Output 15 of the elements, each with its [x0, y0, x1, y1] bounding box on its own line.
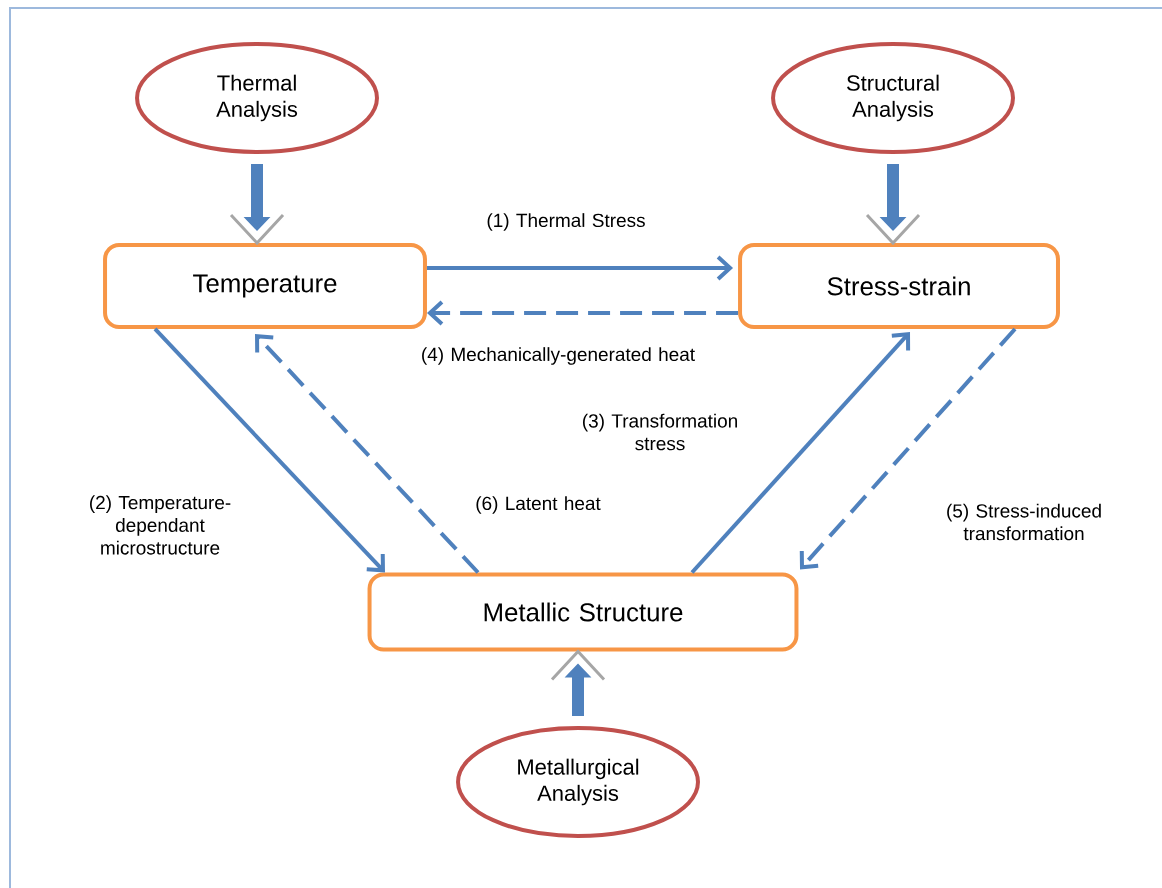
process-box: Temperature: [103, 243, 427, 329]
arrow: [799, 327, 1017, 570]
arrow: [153, 327, 385, 573]
process-box: Metallic Structure: [367, 572, 799, 652]
edge-label: (2) Temperature-dependant microstructure: [90, 495, 231, 555]
arrow: [426, 300, 739, 326]
arrow: [427, 255, 734, 281]
edge-label: (1) Thermal Stress: [487, 213, 645, 231]
edge-label: (6) Latent heat: [476, 496, 601, 514]
edge-label: (4) Mechanically-generated heat: [422, 347, 695, 365]
arrow: [690, 332, 911, 574]
process-box: Stress-strain: [738, 243, 1060, 329]
arrow: [255, 334, 480, 574]
edge-label: (3) Transformation stress: [583, 413, 737, 451]
edge-label: (5) Stress-induced transformation: [947, 503, 1101, 541]
